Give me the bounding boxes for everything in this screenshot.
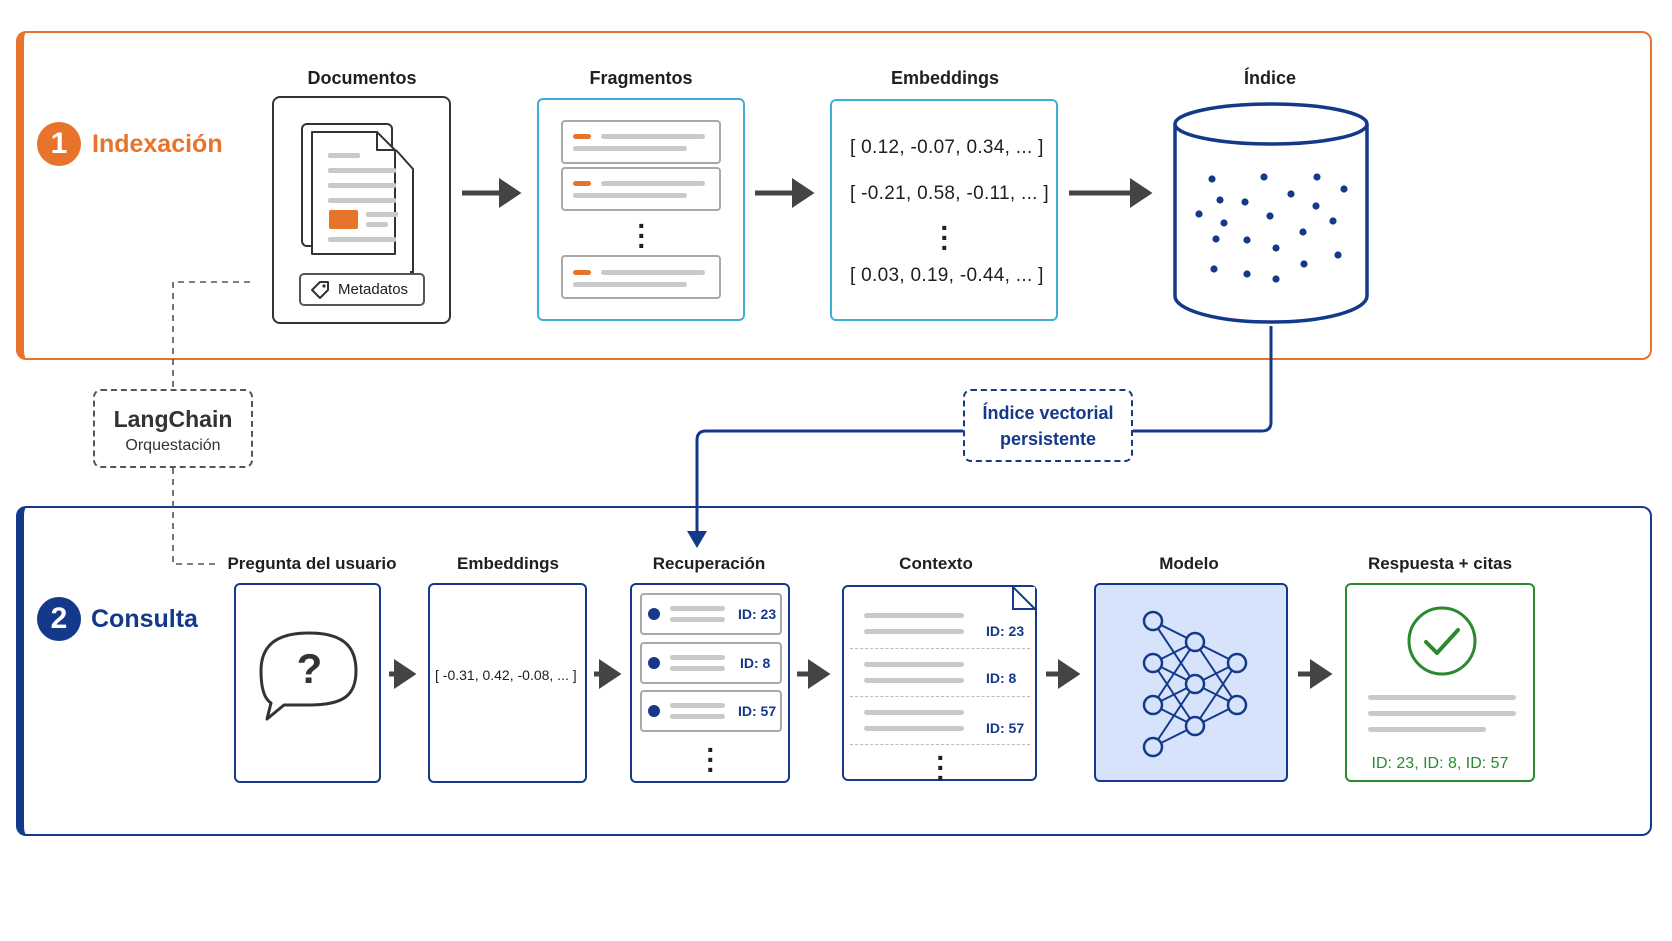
retrieved-id: ID: 57 (738, 703, 777, 719)
langchain-subtitle: Orquestación (125, 437, 221, 454)
documents-box: Metadatos (272, 96, 451, 324)
model-label: Modelo (1159, 554, 1219, 573)
embeddings-ellipsis: ··· (940, 212, 950, 263)
index-embeddings-label: Embeddings (890, 68, 1000, 88)
persistent-index-line2: persistente (999, 429, 1097, 449)
persistent-index-box: Índice vectorial persistente (963, 389, 1133, 462)
question-label: Pregunta del usuario (227, 554, 397, 573)
langchain-title: LangChain (113, 406, 233, 432)
metadata-label: Metadatos (338, 281, 409, 298)
persistent-index-line1: Índice vectorial (982, 403, 1114, 423)
fragment-chip (561, 167, 721, 211)
retrieved-chunk: ID: 57 (640, 690, 782, 732)
context-ellipsis: ··· (936, 742, 946, 793)
query-number-badge: 2 (37, 597, 81, 641)
indexing-title: Indexación (92, 130, 223, 158)
embedding-vector: [ 0.03, 0.19, -0.44, ... ] (850, 265, 1044, 286)
query-embeddings-label: Embeddings (456, 554, 560, 573)
fragments-box: ··· (537, 98, 745, 321)
index-embeddings-box: [ 0.12, -0.07, 0.34, ... ] [ -0.21, 0.58… (830, 99, 1058, 321)
context-id: ID: 8 (986, 670, 1017, 686)
documents-label: Documentos (307, 68, 417, 88)
indexing-number-badge: 1 (37, 122, 81, 166)
question-mark: ? (296, 645, 323, 692)
answer-box: ID: 23, ID: 8, ID: 57 (1345, 583, 1535, 782)
model-box (1094, 583, 1288, 782)
page-corner-icon (1012, 586, 1036, 610)
retrieved-id: ID: 8 (740, 655, 771, 671)
question-box: ? (234, 583, 381, 783)
context-label: Contexto (899, 554, 973, 573)
retrieval-ellipsis: ··· (706, 734, 716, 785)
index-to-retrieval-connector (695, 326, 1273, 532)
fragment-chip (561, 120, 721, 164)
retrieval-arrowhead (687, 531, 707, 548)
answer-citations: ID: 23, ID: 8, ID: 57 (1371, 755, 1509, 772)
check-circle-icon (1407, 606, 1477, 676)
vector-database-icon (1173, 102, 1369, 324)
embedding-vector: [ -0.21, 0.58, -0.11, ... ] (850, 183, 1049, 204)
retrieval-label: Recuperación (652, 554, 766, 573)
query-embeddings-box: [ -0.31, 0.42, -0.08, ... ] (428, 583, 587, 783)
retrieved-chunk: ID: 23 (640, 593, 782, 635)
question-bubble-icon (259, 631, 358, 721)
langchain-link (172, 281, 250, 565)
embedding-vector: [ 0.12, -0.07, 0.34, ... ] (850, 137, 1044, 158)
fragments-ellipsis: ··· (637, 210, 647, 261)
context-id: ID: 57 (986, 720, 1025, 736)
documents-icon (301, 123, 414, 273)
retrieved-id: ID: 23 (738, 606, 777, 622)
index-label: Índice (1243, 68, 1297, 88)
tag-icon (311, 281, 329, 299)
query-title: Consulta (91, 605, 198, 633)
retrieval-box: ID: 23 ID: 8 ID: 57 ··· (630, 583, 790, 785)
neural-network-icon (1142, 610, 1248, 758)
fragments-label: Fragmentos (589, 68, 693, 88)
answer-label: Respuesta + citas (1367, 554, 1513, 573)
metadata-tag: Metadatos (299, 273, 425, 306)
query-embedding-vector: [ -0.31, 0.42, -0.08, ... ] (435, 667, 577, 683)
context-box: ID: 23 ID: 8 ID: 57 ··· (842, 585, 1037, 793)
retrieved-chunk: ID: 8 (640, 642, 782, 684)
fragment-chip (561, 255, 721, 299)
langchain-box: LangChain Orquestación (93, 389, 253, 468)
context-id: ID: 23 (986, 623, 1025, 639)
